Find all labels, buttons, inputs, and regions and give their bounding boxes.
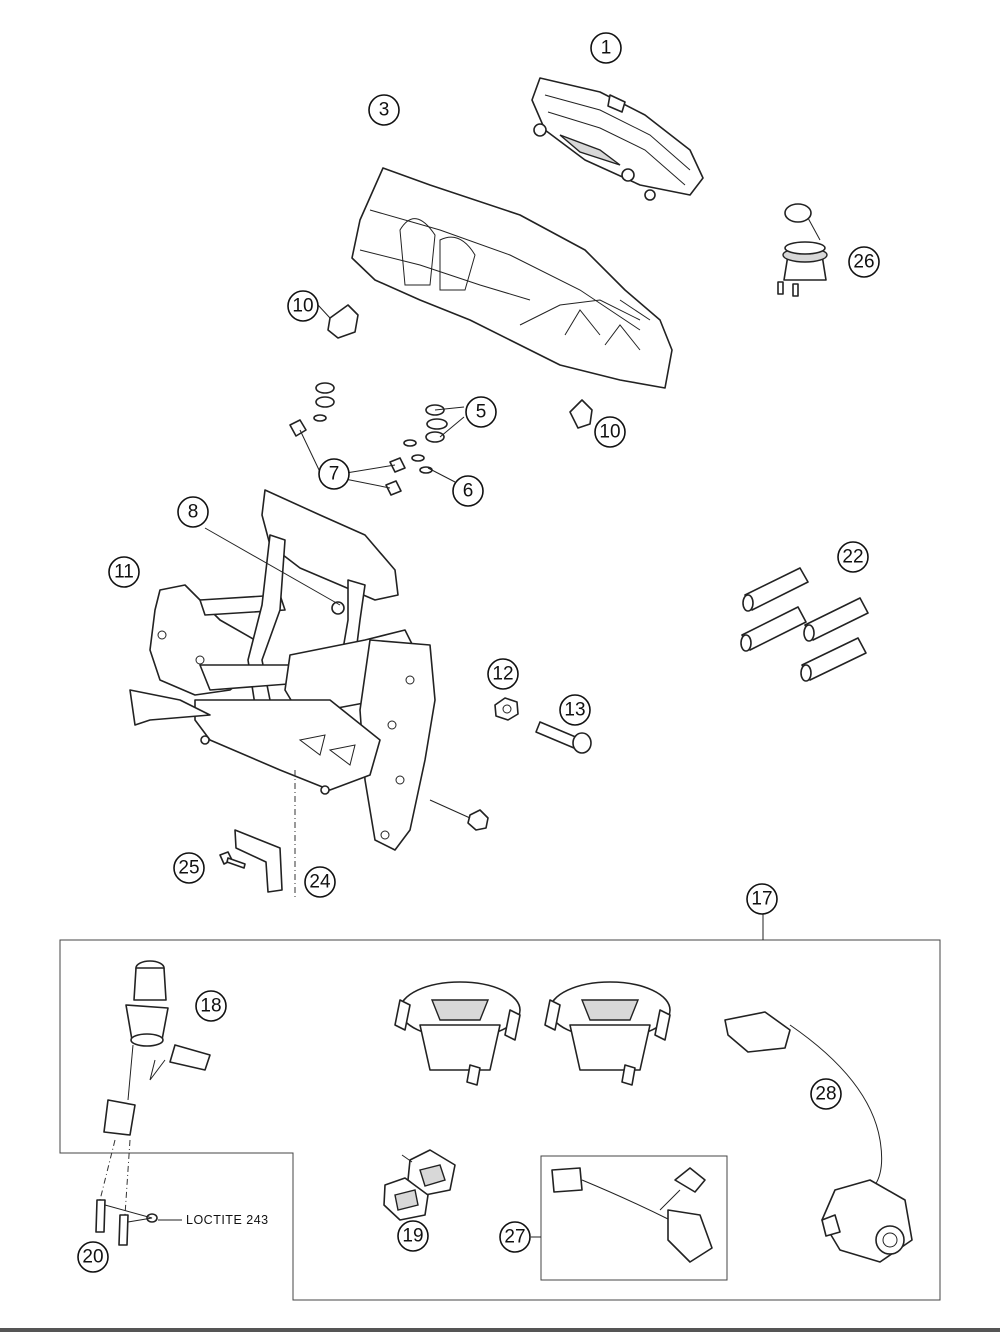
callout-20: 20 <box>77 1241 109 1273</box>
svg-text:19: 19 <box>402 1226 423 1247</box>
callout-26: 26 <box>848 246 880 278</box>
svg-text:20: 20 <box>82 1247 103 1268</box>
svg-text:5: 5 <box>476 402 487 423</box>
callout-10-upper: 10 <box>287 290 319 322</box>
part-seat-lock-cable <box>724 1011 913 1263</box>
part-lock-screws <box>95 1199 182 1246</box>
part-connector-kit <box>531 1155 728 1281</box>
svg-text:22: 22 <box>842 547 863 568</box>
svg-text:13: 13 <box>564 700 585 721</box>
svg-text:7: 7 <box>329 464 340 485</box>
svg-text:26: 26 <box>853 252 874 273</box>
part-grommets <box>313 382 448 443</box>
svg-text:27: 27 <box>504 1227 525 1248</box>
part-keys <box>383 1149 456 1221</box>
part-power-socket <box>777 203 828 297</box>
part-fairing <box>351 167 673 389</box>
part-bolt <box>535 721 592 754</box>
part-frame-nut <box>429 799 489 831</box>
part-tank-cap-right <box>544 981 671 1086</box>
svg-text:10: 10 <box>292 296 313 317</box>
part-small-bracket <box>234 829 283 893</box>
callout-13: 13 <box>559 694 591 726</box>
svg-text:6: 6 <box>463 481 474 502</box>
callout-7: 7 <box>318 458 350 490</box>
callout-24: 24 <box>304 866 336 898</box>
callout-1: 1 <box>590 32 622 64</box>
callout-25: 25 <box>173 852 205 884</box>
callout-12: 12 <box>487 658 519 690</box>
svg-text:24: 24 <box>309 872 331 893</box>
callout-10-lower: 10 <box>594 416 626 448</box>
svg-text:10: 10 <box>599 422 620 443</box>
svg-text:3: 3 <box>379 100 390 121</box>
part-instrument-cluster <box>531 77 704 201</box>
svg-text:1: 1 <box>601 38 612 59</box>
part-screws <box>289 419 406 496</box>
part-washers <box>403 439 433 474</box>
svg-text:8: 8 <box>188 502 199 523</box>
callout-5: 5 <box>465 396 497 428</box>
svg-text:11: 11 <box>114 562 134 583</box>
callout-27: 27 <box>499 1221 531 1253</box>
part-clip-lower <box>569 399 593 429</box>
callout-18: 18 <box>195 990 227 1022</box>
part-nut <box>494 697 519 721</box>
callout-19: 19 <box>397 1220 429 1252</box>
svg-text:25: 25 <box>178 858 199 879</box>
callout-17: 17 <box>746 883 778 915</box>
callout-22: 22 <box>837 541 869 573</box>
lock-kit-frame <box>59 912 941 1301</box>
svg-text:17: 17 <box>751 889 772 910</box>
part-tank-cap-left <box>394 981 521 1086</box>
part-small-screw <box>219 851 246 869</box>
svg-text:28: 28 <box>815 1084 836 1105</box>
svg-text:12: 12 <box>492 664 513 685</box>
part-hoses <box>740 567 869 682</box>
callout-3: 3 <box>368 94 400 126</box>
bottom-border <box>0 1328 1000 1332</box>
callout-11: 11 <box>108 556 140 588</box>
svg-text:18: 18 <box>200 996 221 1017</box>
part-clip-upper <box>327 304 359 339</box>
part-ignition-lock <box>99 960 211 1216</box>
part-headlight-bracket <box>129 489 436 851</box>
callout-28: 28 <box>810 1078 842 1110</box>
loctite-note: LOCTITE 243 <box>186 1213 269 1227</box>
callout-6: 6 <box>452 475 484 507</box>
callout-8: 8 <box>177 496 209 528</box>
